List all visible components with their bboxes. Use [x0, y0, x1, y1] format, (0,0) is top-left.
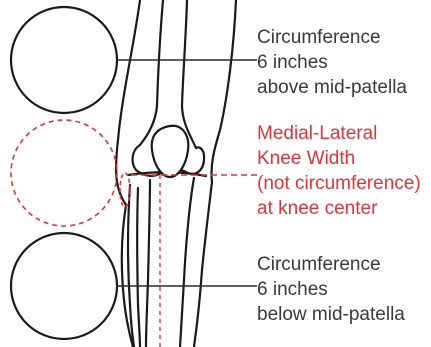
- label-knee-width-line1: Medial-Lateral: [257, 121, 421, 146]
- knee-width-circle: [11, 120, 117, 226]
- label-above-line3: above mid-patella: [257, 75, 407, 100]
- label-below-line1: Circumference: [257, 252, 405, 277]
- label-above-line1: Circumference: [257, 25, 407, 50]
- label-below-line2: 6 inches: [257, 277, 405, 302]
- leg-outline-right: [194, 0, 236, 347]
- label-circumference-above: Circumference 6 inches above mid-patella: [257, 25, 407, 100]
- circumference-below-circle: [11, 233, 117, 339]
- label-circumference-below: Circumference 6 inches below mid-patella: [257, 252, 405, 327]
- tibia-left-edge: [146, 180, 150, 347]
- femur-left-edge: [140, 0, 163, 145]
- femur-right-edge: [182, 0, 196, 148]
- fibula-outer-edge: [128, 185, 134, 347]
- tibia-right-edge: [180, 178, 194, 347]
- label-knee-width-line4: at knee center: [257, 196, 421, 221]
- label-knee-width-line2: Knee Width: [257, 146, 421, 171]
- label-knee-width: Medial-Lateral Knee Width (not circumfer…: [257, 121, 421, 221]
- patella: [152, 126, 189, 177]
- fibula-inner-edge: [137, 188, 140, 347]
- label-knee-width-line3: (not circumference): [257, 171, 421, 196]
- circumference-above-circle: [11, 7, 117, 113]
- label-below-line3: below mid-patella: [257, 302, 405, 327]
- label-above-line2: 6 inches: [257, 50, 407, 75]
